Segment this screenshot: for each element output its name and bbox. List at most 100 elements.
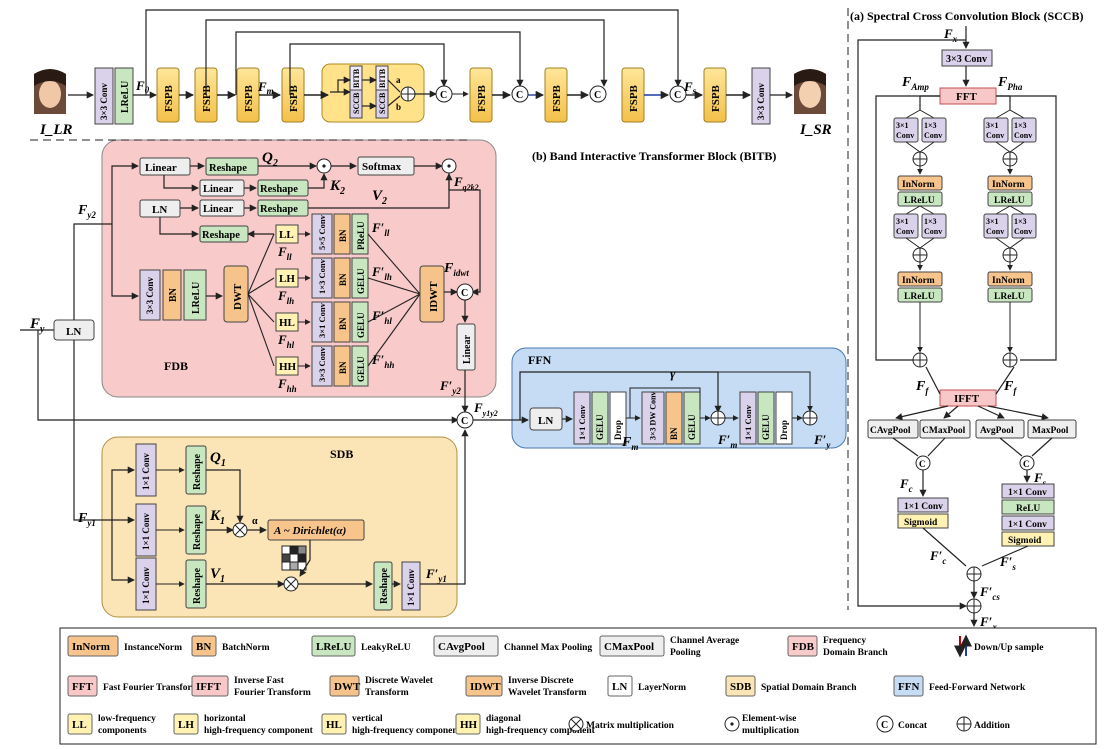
ffn-bn-label: BN xyxy=(669,427,679,440)
fdb-conv-label: 3×3 Conv xyxy=(145,277,155,314)
concat-legend-icon xyxy=(876,715,894,733)
ffn-conv1 xyxy=(573,391,591,445)
concat-symbol: C xyxy=(674,90,681,101)
sccb-conv13-bot: Conv xyxy=(924,227,942,236)
fy2-label: Fy2 xyxy=(77,203,96,220)
sccb-s-sigmoid-label: Sigmoid xyxy=(1008,536,1042,546)
fdb-block: FDB Linear Reshape Q2 Softmax Fq2k2 Line… xyxy=(111,150,481,413)
fdb-dwt-label: DWT xyxy=(232,283,244,310)
legend-key: HH xyxy=(460,719,478,731)
band-act-label: GELU xyxy=(356,312,366,338)
famp-label: FAmp xyxy=(901,75,929,92)
sccb-innorm-label: InNorm xyxy=(992,276,1025,286)
legend-text: diagonal xyxy=(486,714,521,724)
fq2k2-label: Fq2k2 xyxy=(453,174,479,192)
legend-text-2: high-frequency component xyxy=(352,726,462,736)
bitb-concat: C xyxy=(456,411,474,429)
sccb-ifft xyxy=(939,389,997,407)
sccb-fft-label: FFT xyxy=(956,91,977,103)
legend-text: Channel Average xyxy=(670,636,739,646)
band-act-label: GELU xyxy=(356,356,366,382)
fdb-bn xyxy=(162,269,182,321)
fdb-linear-v-label: Linear xyxy=(203,204,234,215)
fdb-linear-q-label: Linear xyxy=(145,162,177,174)
band-feature-label: Flh xyxy=(277,288,294,306)
sccb-block: (a) Spectral Cross Convolution Block (SC… xyxy=(850,9,1083,632)
dirichlet-box xyxy=(267,519,365,541)
sccb-conv-label: 3×3 Conv xyxy=(946,54,987,65)
ffn-dwconv-label: 3×3 DW Conv xyxy=(649,392,658,440)
legend-key: IFFT xyxy=(196,681,222,693)
sccb-s-conv2-label: 1×1 Conv xyxy=(1008,520,1047,530)
sccb-conv31-bot: Conv xyxy=(896,227,914,236)
concat-icon: C xyxy=(511,85,529,103)
sccb-lrelu-label: LReLU xyxy=(904,292,935,302)
legend-text: Channel Max Pooling xyxy=(504,643,592,653)
fdb-linear-k-label: Linear xyxy=(203,184,234,195)
legend-key: C xyxy=(881,720,888,731)
legend-key-box xyxy=(67,635,119,657)
sccb-s-conv2 xyxy=(1001,515,1055,531)
band-act-label: PReLU xyxy=(356,221,366,250)
fy2p-label: F′y2 xyxy=(439,378,461,396)
ffn-gelu1 xyxy=(591,391,609,445)
legend-text: Feed-Forward Network xyxy=(929,683,1026,693)
attention-matrix-icon xyxy=(281,545,307,571)
bitb-title: (b) Band Interactive Transformer Block (… xyxy=(532,149,776,163)
sccb-s-relu xyxy=(1001,499,1055,515)
sccb-conv xyxy=(941,49,993,67)
legend-text: Element-wise xyxy=(742,714,796,724)
legend-text: Fast Fourier Transform xyxy=(103,683,200,693)
legend-text-2: components xyxy=(98,726,147,736)
legend-text: BatchNorm xyxy=(222,643,270,653)
fy1-label: Fy1 xyxy=(77,511,96,528)
sccb-conv31-bot: Conv xyxy=(896,131,914,140)
sdb-title: SDB xyxy=(330,447,353,461)
legend-key-box xyxy=(67,675,98,697)
fpha-label: FPha xyxy=(997,75,1023,92)
band-conv xyxy=(311,301,333,343)
cmaxpool-label: CMaxPool xyxy=(922,426,966,436)
legend-text: LeakyReLU xyxy=(361,643,411,653)
fidwt-label: Fidwt xyxy=(443,261,469,278)
fdb-reshape-band-label: Reshape xyxy=(202,230,240,241)
head-lrelu-label: LReLU xyxy=(120,81,131,113)
sccb-conv13-top: 1×3 xyxy=(924,217,937,226)
legend-key-box xyxy=(191,675,229,697)
sccb-innorm xyxy=(897,175,943,191)
inline-sccb-2-label: SCCB xyxy=(378,92,387,114)
sccb-conv31-bot: Conv xyxy=(986,131,1004,140)
fdb-title: FDB xyxy=(164,359,188,373)
sccb-conv31-top: 3×1 xyxy=(896,121,909,130)
ffn-drop1-label: Drop xyxy=(613,420,623,440)
sccb-conv13-bot: Conv xyxy=(924,131,942,140)
legend-text: Discrete Wavelet xyxy=(365,676,434,686)
fx-label: Fx xyxy=(943,26,958,44)
legend-text: Matrix multiplication xyxy=(586,721,675,731)
sdb-reshape-label: Reshape xyxy=(192,567,203,604)
band-conv xyxy=(311,213,333,255)
band-out-label: F′lh xyxy=(371,264,392,282)
legend-text: Inverse Fast xyxy=(234,676,285,686)
k2-label: K2 xyxy=(329,178,345,197)
fdb-idwt xyxy=(419,265,445,323)
concat-symbol: C xyxy=(440,90,447,101)
f0-label: F0 xyxy=(135,78,150,95)
band-bn xyxy=(333,301,351,343)
ffn-gelu2-label: GELU xyxy=(687,414,697,440)
fspb-label: FSPB xyxy=(628,84,640,112)
legend-text: horizontal xyxy=(204,714,246,724)
fcp-label: F′c xyxy=(929,548,946,566)
ffn-conv2-label: 1×1 Conv xyxy=(743,404,753,440)
legend-text: Inverse Discrete xyxy=(508,676,574,686)
sdb-conv-label: 1×1 Conv xyxy=(141,567,151,604)
